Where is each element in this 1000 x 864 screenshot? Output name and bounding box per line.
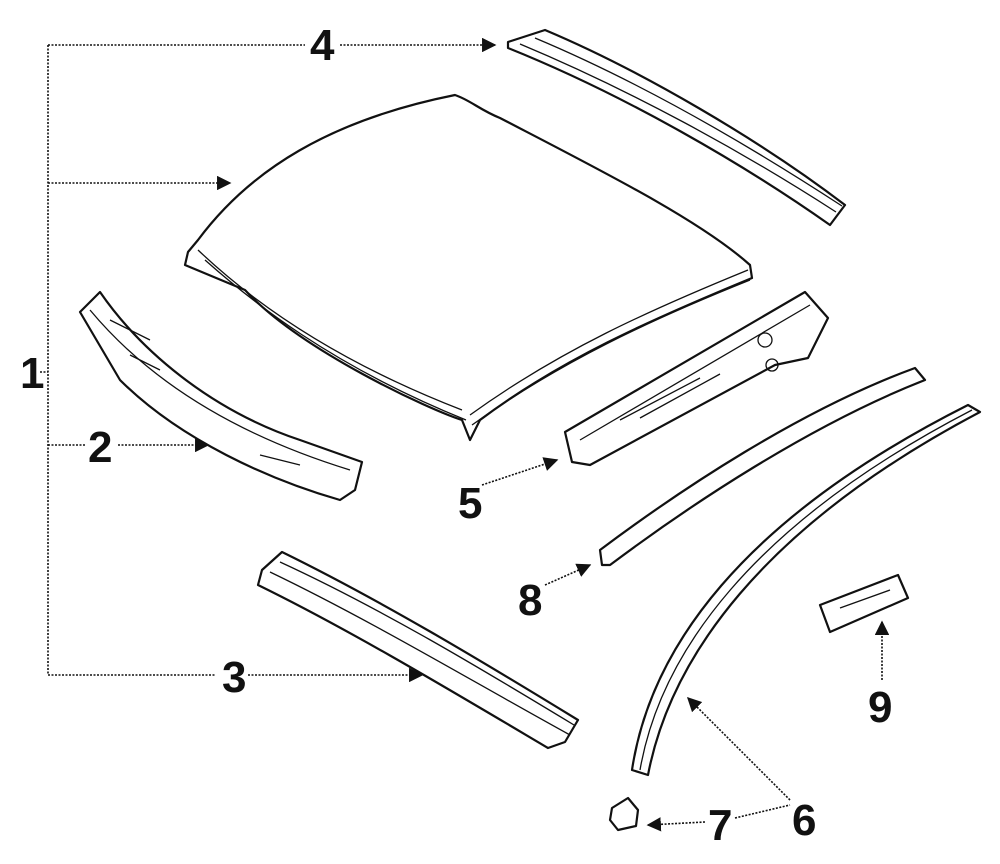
- callout-5: 5: [458, 479, 482, 528]
- callout-4: 4: [310, 21, 335, 70]
- callout-9: 9: [868, 683, 892, 732]
- callout-3: 3: [222, 653, 246, 702]
- weatherstrip: [630, 403, 982, 777]
- retaining-clip: [608, 796, 640, 832]
- callout-6: 6: [792, 796, 816, 845]
- side-bracket: [563, 290, 830, 467]
- roof-panel: [183, 93, 754, 442]
- callout-2: 2: [88, 423, 112, 472]
- left-roof-rail: [78, 290, 364, 502]
- callout-1: 1: [20, 349, 44, 398]
- callout-8: 8: [518, 576, 542, 625]
- small-bracket: [818, 573, 910, 634]
- callout-7: 7: [708, 801, 732, 850]
- rear-bow-rail: [256, 550, 580, 750]
- front-header-rail: [506, 28, 847, 227]
- leader-lines: [40, 37, 890, 832]
- roof-molding: [598, 366, 927, 567]
